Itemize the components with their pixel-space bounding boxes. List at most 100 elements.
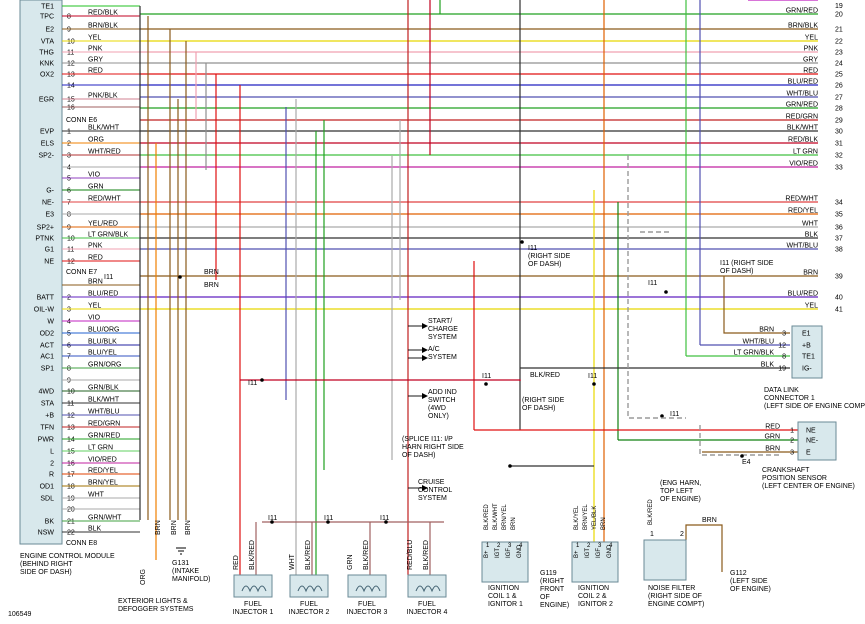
blk-red-label: BLK/RED	[530, 372, 560, 379]
ecm-wire-color-e7-17: BRN/YEL	[88, 480, 118, 487]
ecm-pin-e7-1: 2	[67, 295, 71, 302]
coil-label-2: IGNITOR 2	[578, 601, 613, 608]
ecm-signal-e7-9: 4WD	[38, 389, 54, 396]
ecm-pin-e6-11: 12	[67, 259, 75, 266]
right-dash-note-1: (RIGHT SIDE	[528, 253, 571, 260]
arrow-head-4	[422, 485, 428, 491]
ecm-signal-e8-8: EGR	[39, 97, 54, 104]
right-dash-note-2: OF DASH)	[720, 268, 753, 275]
ecm-signal-e8-4: THG	[39, 50, 54, 57]
injector-wire-2-1: BLK/RED	[305, 540, 312, 570]
coil-pin-1-3: GND	[517, 544, 523, 558]
ecm-pin-e8-9: 16	[67, 105, 75, 112]
add-ind-note: ONLY)	[428, 413, 449, 420]
right-wire-number-39: 39	[835, 274, 843, 281]
g131-wire-1: BRN	[155, 520, 162, 535]
right-wire-number-33: 33	[835, 165, 843, 172]
right-wire-label-41: YEL	[805, 303, 818, 310]
right-dash-note-2: I11 (RIGHT SIDE	[720, 260, 774, 267]
splice-note: (SPLICE I11: I/P	[402, 436, 453, 443]
coil-num-2-3: 4	[609, 543, 613, 549]
right-wire-number-35: 35	[835, 212, 843, 219]
dlc-pin-sig-3: IG-	[802, 366, 812, 373]
coil-num-2-1: 2	[587, 543, 591, 549]
dlc-label: (LEFT SIDE OF ENGINE COMPT)	[764, 403, 865, 410]
noise-wire: BLK/RED	[648, 499, 654, 525]
ecm-signal-e6-0: EVP	[40, 129, 54, 136]
ecm-signal-e6-6: NE-	[42, 200, 55, 207]
ecm-pin-e8-8: 15	[67, 97, 75, 104]
injector-wire-2-2: BLK/RED	[363, 540, 370, 570]
right-dash-note-3: (RIGHT SIDE	[522, 397, 565, 404]
coil-pin-1-2: IGF	[506, 548, 512, 558]
ecm-pin-e6-9: 10	[67, 236, 75, 243]
splice-dot	[660, 414, 664, 418]
splice-dot	[384, 520, 388, 524]
right-wire-number-24: 24	[835, 61, 843, 68]
coil-label-2: COIL 2 &	[578, 593, 607, 600]
right-wire-label-34: RED/WHT	[785, 196, 818, 203]
coil-wire-2-3: BRN	[601, 517, 607, 530]
ecm-module-label: SIDE OF DASH)	[20, 569, 72, 576]
dlc-pin-sig-0: E1	[802, 331, 811, 338]
ecm-signal-e6-1: ELS	[41, 141, 55, 148]
ecm-module	[19, 0, 63, 545]
right-wire-label-35: RED/YEL	[788, 208, 818, 215]
ecm-signal-e8-3: VTA	[41, 39, 54, 46]
ecm-signal-e6-8: SP2+	[37, 225, 54, 232]
coil-num-1-1: 2	[497, 543, 501, 549]
ecm-pin-e7-12: 13	[67, 425, 75, 432]
ecm-signal-e7-6: AC1	[40, 354, 54, 361]
ecm-signal-e7-21: NSW	[38, 530, 55, 537]
ecm-pin-e8-7: 14	[67, 83, 75, 90]
coil-wire-1-2: BRN/YEL	[502, 504, 508, 530]
ecm-wire-color-e7-18: WHT	[88, 492, 105, 499]
cruise-note: SYSTEM	[418, 495, 447, 502]
start-charge-note: SYSTEM	[428, 334, 457, 341]
right-wire-number-26: 26	[835, 83, 843, 90]
splice-label-8: I11	[648, 280, 657, 287]
splice-dot	[520, 240, 524, 244]
ecm-pin-e6-4: 5	[67, 176, 71, 183]
ecm-module-label: ENGINE CONTROL MODULE	[20, 553, 115, 560]
coil-label-1: COIL 1 &	[488, 593, 517, 600]
right-wire-number-31: 31	[835, 141, 843, 148]
right-wire-number-37: 37	[835, 236, 843, 243]
ecm-pin-e7-19: 20	[67, 507, 75, 514]
right-wire-label-23: PNK	[804, 46, 819, 53]
ecm-wire-color-e8-2: BRN/BLK	[88, 23, 118, 30]
splice-dot	[664, 290, 668, 294]
ecm-pin-e7-3: 4	[67, 319, 71, 326]
g131-label: G131	[172, 560, 189, 567]
ecm-signal-e7-12: TFN	[40, 425, 54, 432]
right-wire-number-22: 22	[835, 39, 843, 46]
coil-wire-1-1: BLK/WHT	[493, 503, 499, 530]
noise-label: (RIGHT SIDE OF	[648, 593, 702, 600]
right-wire-number-20: 20	[835, 12, 843, 19]
right-wire-number-40: 40	[835, 295, 843, 302]
ecm-signal-e7-16: R	[49, 472, 54, 479]
g112-label: (LEFT SIDE	[730, 578, 768, 585]
ecm-wire-color-e8-3: YEL	[88, 35, 101, 42]
ecm-wire-color-e7-10: BLK/WHT	[88, 397, 120, 404]
coil-wire-2-0: BLK/YEL	[574, 505, 580, 530]
ecm-pin-e6-6: 7	[67, 200, 71, 207]
right-wire-label-32: LT GRN	[793, 149, 818, 156]
g119-label: FRONT	[540, 586, 565, 593]
coil-wire-1-3: BRN	[511, 517, 517, 530]
eng-harn-note: TOP LEFT	[660, 488, 694, 495]
e4-label: E4	[742, 459, 751, 466]
coil-label-1: IGNITOR 1	[488, 601, 523, 608]
ecm-pin-e6-2: 3	[67, 153, 71, 160]
ecm-wire-color-e7-5: BLU/BLK	[88, 339, 117, 346]
right-wire-number-29: 29	[835, 118, 843, 125]
ecm-pin-e6-8: 9	[67, 225, 71, 232]
splice-label-4: I11	[268, 515, 277, 522]
splice-label-3: I11	[588, 373, 597, 380]
ecm-pin-e6-5: 6	[67, 188, 71, 195]
ecm-signal-e6-7: E3	[45, 212, 54, 219]
coil-pin-2-3: GND	[607, 544, 613, 558]
dlc-pin-num-3: 19	[778, 366, 786, 373]
dlc-pin-color-0: BRN	[759, 327, 774, 334]
ecm-signal-e7-17: OD1	[40, 484, 55, 491]
